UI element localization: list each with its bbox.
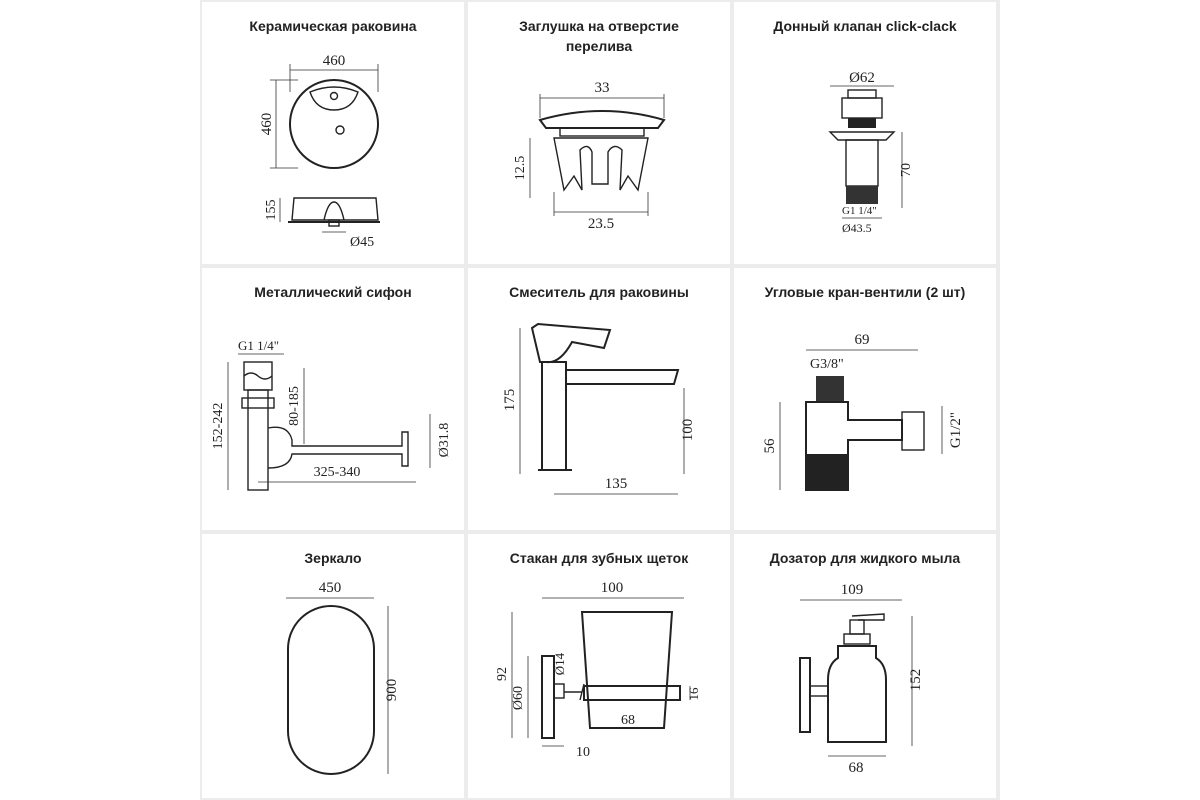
dim-height-label: 152 — [908, 669, 924, 692]
dim-height-label: 460 — [259, 113, 275, 136]
dim-height-label: 92 — [495, 667, 510, 681]
dim-stem-label: Ø14 — [552, 652, 567, 675]
cell-title: Зеркало — [304, 550, 362, 566]
mixer-drawing: 175 100 135 — [502, 322, 696, 495]
dim-pipe-label: Ø31.8 — [437, 423, 452, 458]
cell-soap-dispenser: Дозатор для жидкого мыла 109 152 68 — [734, 534, 996, 798]
dim-top-label: 33 — [595, 80, 610, 96]
sink-drawing: 460 460 155 Ø45 — [259, 53, 380, 250]
product-dimensions-grid: Керамическая раковина 460 460 155 — [200, 0, 1000, 800]
dim-height-label: 175 — [502, 389, 518, 412]
dim-drain-label: Ø45 — [350, 235, 374, 250]
siphon-drawing: G1 1/4" 152-242 80-185 Ø31.8 325-340 — [211, 338, 452, 491]
dim-width-label: 109 — [841, 582, 864, 598]
dim-height-label: 70 — [899, 163, 914, 177]
cell-title: Заглушка на отверстие перелива — [519, 18, 679, 54]
dim-width-label: 450 — [319, 580, 342, 596]
dim-outlet-label: G1/2" — [948, 412, 964, 448]
cell-title: Стакан для зубных щеток — [509, 550, 689, 566]
cell-click-clack-valve: Донный клапан click-clack Ø62 70 G1 1/4"… — [734, 2, 996, 264]
cell-angle-valves: Угловые кран-вентили (2 шт) 69 G3/8" 56 … — [734, 268, 996, 530]
cell-title: Угловые кран-вентили (2 шт) — [764, 284, 966, 300]
dim-height-label: 12.5 — [513, 156, 528, 181]
cell-overflow-cap: Заглушка на отверстие перелива 33 12.5 2… — [468, 2, 730, 264]
dim-width-label: 100 — [601, 580, 624, 596]
dim-flange-label: Ø60 — [511, 686, 526, 710]
dim-bottom-label: 68 — [849, 760, 864, 776]
dim-height-label: 56 — [762, 438, 778, 454]
angle-valve-drawing: 69 G3/8" 56 G1/2" — [762, 332, 964, 491]
cell-title: Смеситель для раковины — [509, 284, 689, 300]
dim-adjust-label: 80-185 — [287, 386, 302, 426]
dim-thread-label: G1 1/4" — [842, 205, 877, 217]
dim-offset-label: 10 — [576, 745, 590, 760]
dim-total-label: 152-242 — [211, 403, 226, 450]
dim-length-label: 69 — [855, 332, 870, 348]
dim-spout-label: 100 — [680, 419, 696, 442]
dim-depth-label: 155 — [264, 200, 279, 221]
toothbrush-cup-drawing: 100 92 Ø60 Ø14 16 68 10 — [495, 580, 701, 760]
dim-inlet-label: G3/8" — [810, 357, 844, 372]
mirror-drawing: 450 900 — [286, 580, 400, 775]
cell-mirror: Зеркало 450 900 — [202, 534, 464, 798]
cell-title: Керамическая раковина — [249, 18, 417, 34]
cell-metal-siphon: Металлический сифон G1 1/4" 152-242 80-1… — [202, 268, 464, 530]
click-clack-drawing: Ø62 70 G1 1/4" Ø43.5 — [828, 70, 914, 235]
dim-thread-label: G1 1/4" — [238, 338, 279, 353]
dim-bottom-label: Ø43.5 — [842, 221, 872, 235]
dim-cup-label: 68 — [621, 713, 635, 728]
dim-height-label: 900 — [384, 679, 400, 702]
dim-reach-label: 135 — [605, 476, 628, 492]
cell-basin-mixer: Смеситель для раковины 175 100 135 — [468, 268, 730, 530]
overflow-cap-drawing: 33 12.5 23.5 — [513, 80, 666, 232]
cell-toothbrush-cup: Стакан для зубных щеток 100 92 Ø60 Ø14 1… — [468, 534, 730, 798]
dim-width-label: 460 — [323, 53, 346, 69]
dim-length-label: 325-340 — [314, 465, 361, 480]
dim-ring-label: 16 — [686, 687, 701, 701]
cell-title: Донный клапан click-clack — [773, 18, 957, 34]
cell-title: Дозатор для жидкого мыла — [769, 550, 961, 566]
cell-title: Металлический сифон — [254, 284, 412, 300]
soap-dispenser-drawing: 109 152 68 — [799, 582, 924, 776]
dim-top-label: Ø62 — [849, 70, 875, 86]
dim-bottom-label: 23.5 — [588, 216, 614, 232]
cell-ceramic-sink: Керамическая раковина 460 460 155 — [202, 2, 464, 264]
